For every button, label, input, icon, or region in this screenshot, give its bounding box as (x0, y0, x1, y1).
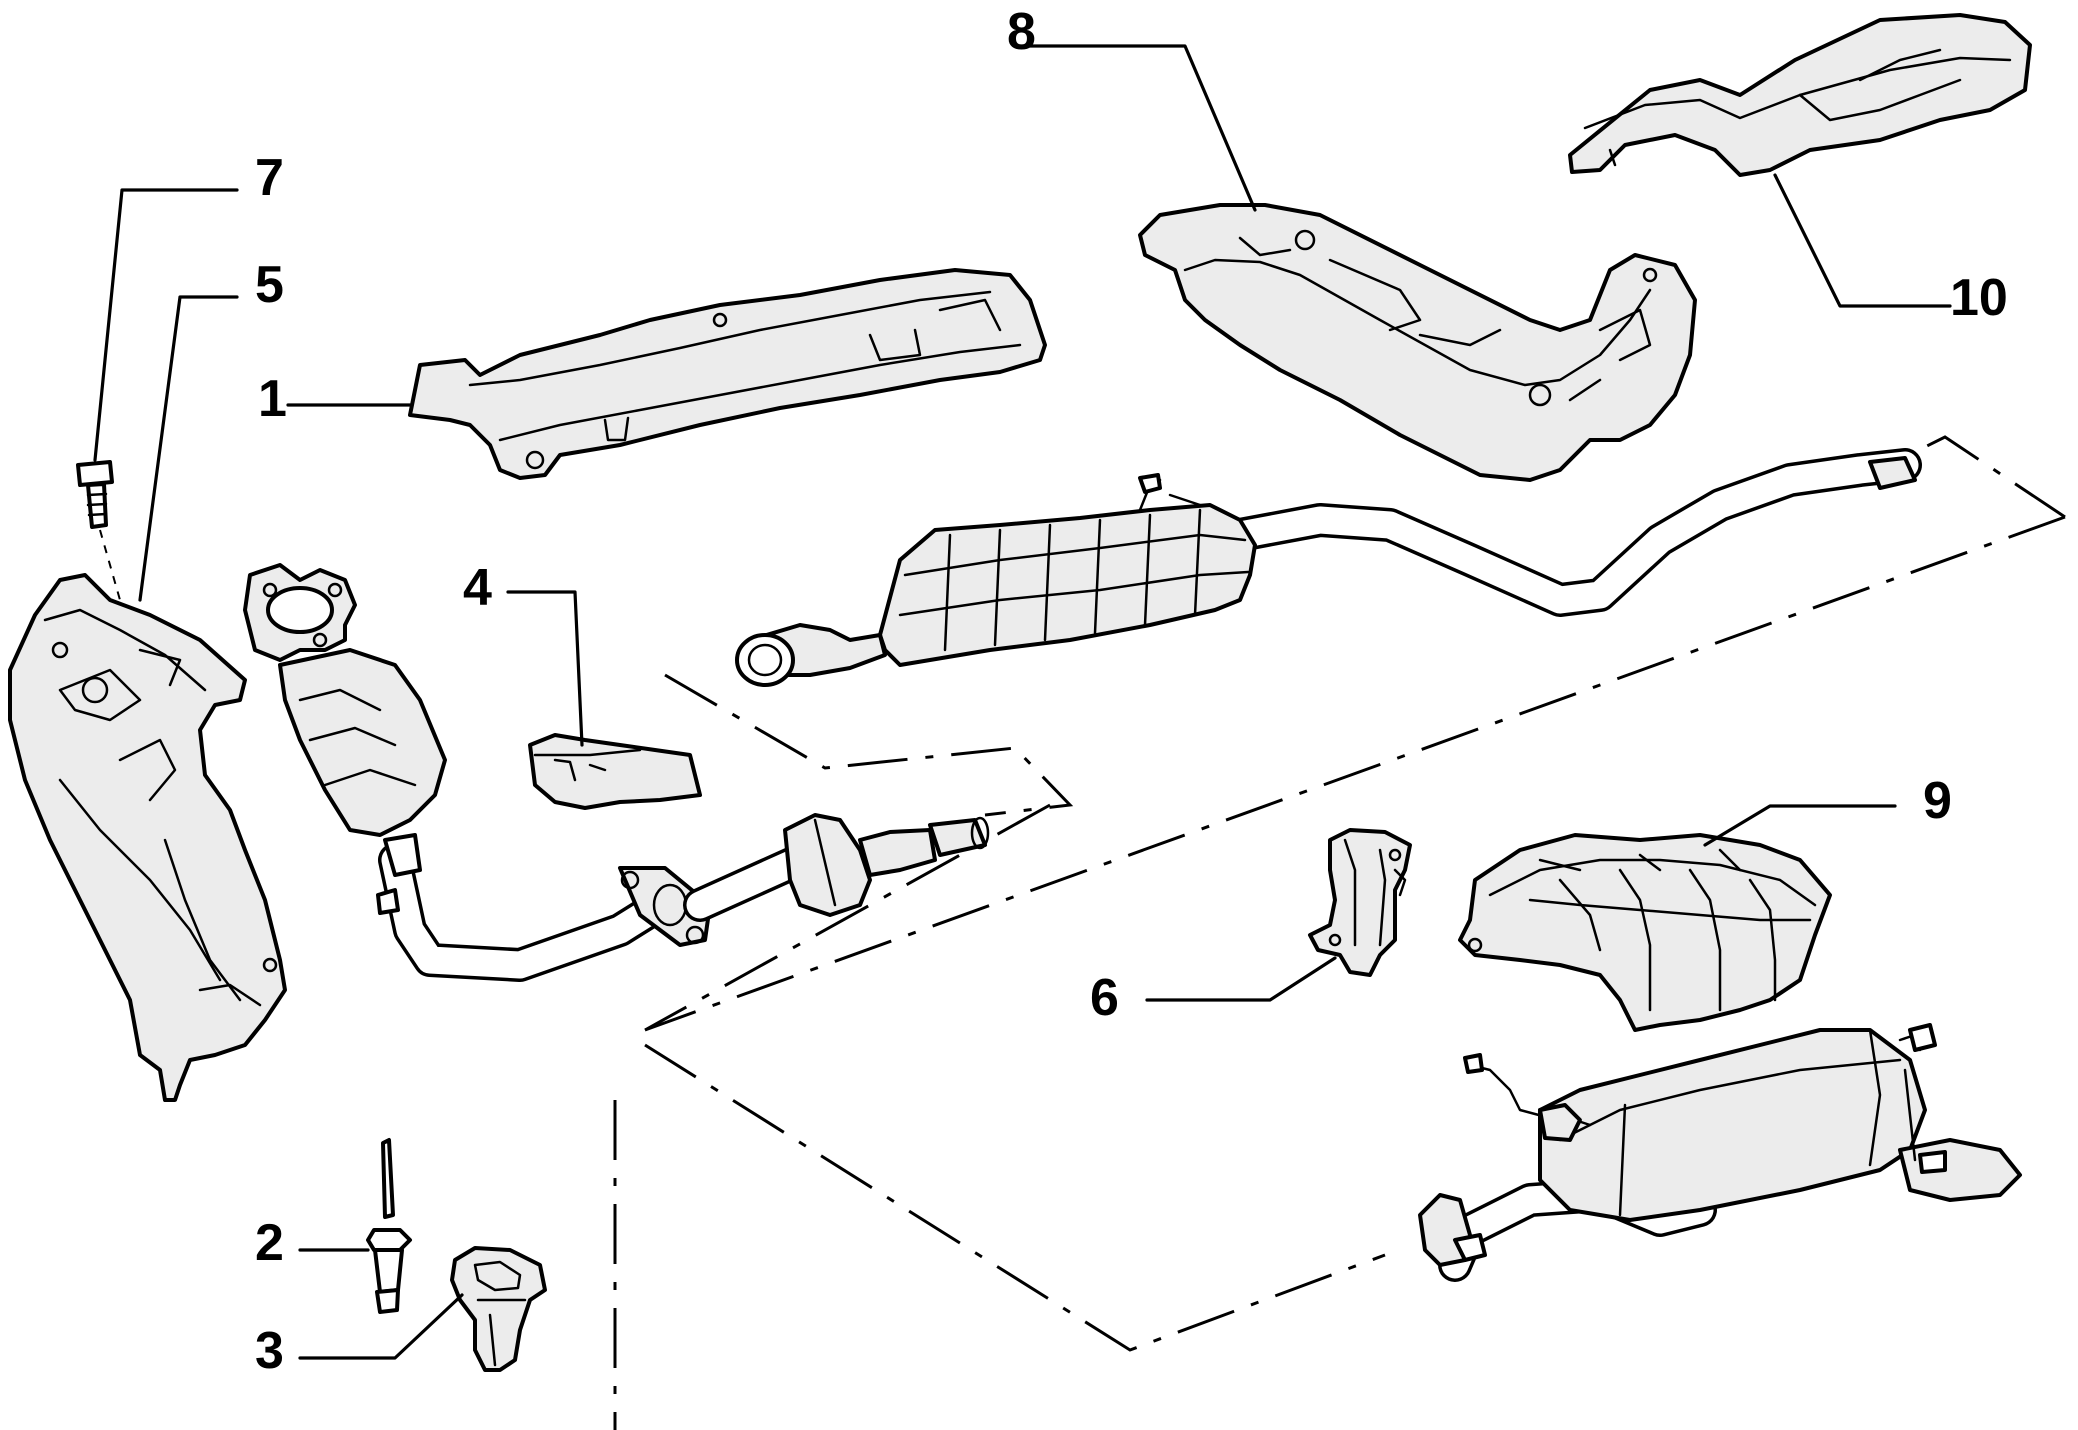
heat-shield-10 (1568, 13, 2032, 177)
callout-numbers: 1 2 3 4 5 6 7 8 9 10 (255, 3, 2008, 1380)
callout-6: 6 (1090, 969, 1119, 1027)
rubber-mount-4 (528, 733, 702, 810)
rear-silencer (1418, 1023, 2022, 1282)
callout-8: 8 (1007, 3, 1036, 61)
grommet-3 (450, 1246, 547, 1372)
bolt-7 (76, 460, 121, 601)
heat-shield-8 (1138, 203, 1697, 482)
callout-3: 3 (255, 1322, 284, 1380)
leader-lines (93, 44, 1952, 1360)
callout-10: 10 (1950, 269, 2008, 327)
rivet-2 (366, 1138, 412, 1314)
heat-shield-1 (408, 268, 1047, 480)
callout-5: 5 (255, 256, 284, 314)
heat-shield-9 (1458, 833, 1832, 1032)
bracket-6 (1308, 828, 1412, 977)
assembly-lines (613, 435, 2066, 1430)
callout-9: 9 (1923, 772, 1952, 830)
callout-4: 4 (463, 559, 492, 617)
heat-shield-5 (8, 573, 287, 1102)
front-pipe-catalytic-converter (243, 563, 990, 982)
callout-2: 2 (255, 1214, 284, 1272)
intermediate-silencer (735, 448, 1922, 687)
callout-7: 7 (255, 149, 284, 207)
callout-1: 1 (258, 370, 287, 428)
